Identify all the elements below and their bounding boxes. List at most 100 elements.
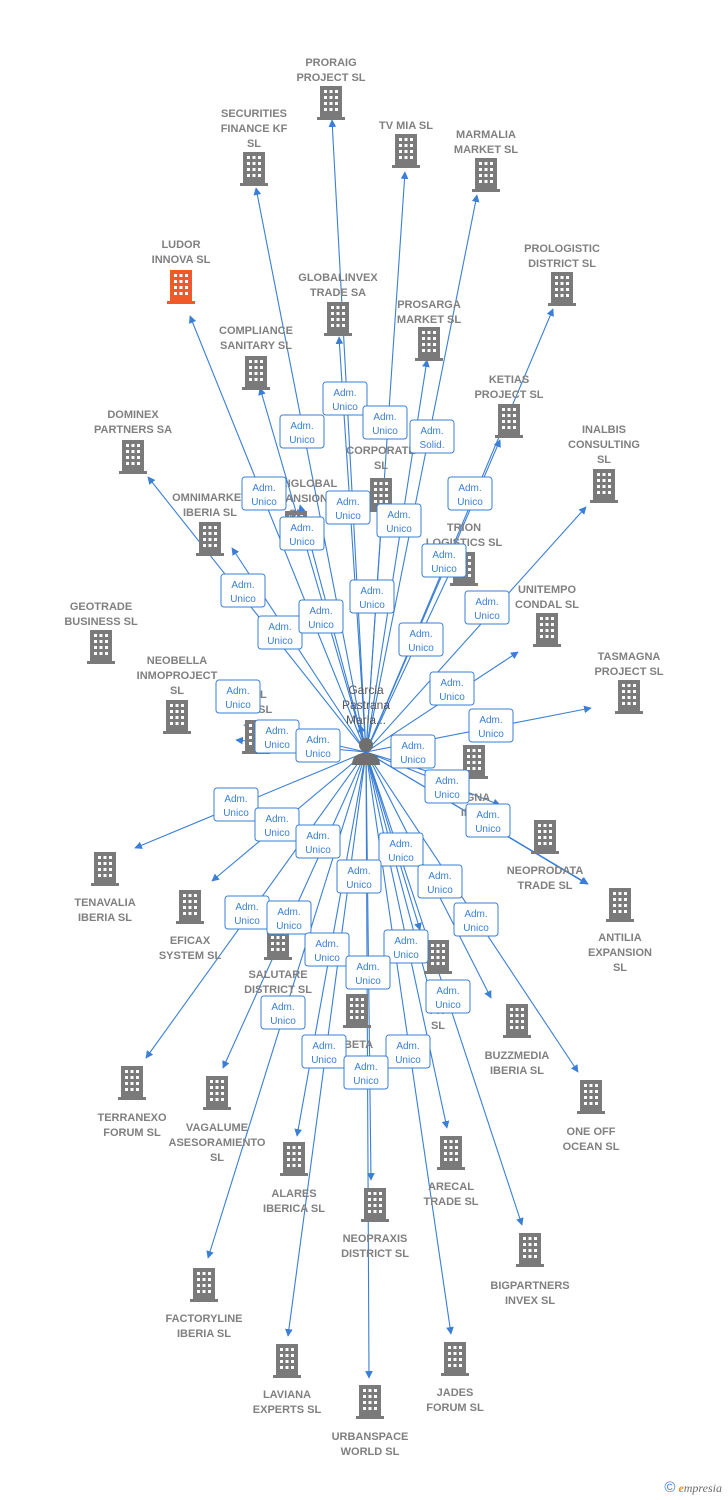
- role-badge[interactable]: Adm.Unico: [468, 708, 514, 743]
- role-badge[interactable]: Adm.Unico: [220, 573, 266, 608]
- role-badge[interactable]: Adm.Unico: [279, 414, 325, 449]
- role-label: Adm.Unico: [372, 412, 398, 437]
- role-badge[interactable]: Adm.Unico: [322, 381, 368, 416]
- role-badge[interactable]: Adm.Unico: [390, 734, 436, 769]
- role-badge[interactable]: Adm.Unico: [301, 1034, 347, 1069]
- role-badge[interactable]: Adm.Unico: [424, 769, 470, 804]
- company-node-tvmia[interactable]: TV MIA SL: [379, 120, 433, 168]
- edge-bocorporate: [365, 511, 386, 753]
- role-badge[interactable]: Adm.Unico: [213, 787, 259, 822]
- role-label: Adm.Unico: [359, 586, 385, 611]
- role-badge[interactable]: Adm.Unico: [453, 902, 499, 937]
- role-badge[interactable]: Adm.Unico: [429, 671, 475, 706]
- role-badge[interactable]: Adm.Unico: [215, 679, 261, 714]
- role-badge[interactable]: Adm.Unico: [345, 955, 391, 990]
- role-badge[interactable]: Adm.Unico: [279, 516, 325, 551]
- role-badge[interactable]: Adm.Unico: [295, 728, 341, 763]
- role-badge[interactable]: Adm.Unico: [376, 503, 422, 538]
- building-icon: [324, 302, 352, 336]
- role-badge[interactable]: Adm.Solid.: [409, 419, 455, 454]
- role-badge[interactable]: Adm.Unico: [224, 895, 270, 930]
- role-badge[interactable]: Adm.Unico: [254, 807, 300, 842]
- role-label: Adm.Unico: [230, 580, 256, 605]
- role-badge[interactable]: Adm.Unico: [343, 1055, 389, 1090]
- role-badge[interactable]: Adm.Unico: [447, 476, 493, 511]
- role-badge[interactable]: Adm.Unico: [398, 622, 444, 657]
- role-badge[interactable]: Adm.Unico: [295, 824, 341, 859]
- role-badge[interactable]: Adm.Unico: [254, 719, 300, 754]
- building-icon: [343, 994, 371, 1028]
- role-badge[interactable]: Adm.Unico: [241, 476, 287, 511]
- role-label: Adm.Unico: [289, 523, 315, 548]
- role-badge[interactable]: Adm.Unico: [362, 405, 408, 440]
- role-label: Adm.Unico: [388, 839, 414, 864]
- role-badge[interactable]: Adm.Unico: [266, 900, 312, 935]
- role-badge[interactable]: Adm.Unico: [257, 615, 303, 650]
- role-badge[interactable]: Adm.Unico: [304, 932, 350, 967]
- building-icon: [240, 152, 268, 186]
- role-badge[interactable]: Adm.Unico: [417, 864, 463, 899]
- role-badge[interactable]: Adm.Unico: [464, 590, 510, 625]
- role-badge[interactable]: Adm.Unico: [260, 995, 306, 1030]
- building-icon: [533, 613, 561, 647]
- role-badge[interactable]: Adm.Unico: [378, 832, 424, 867]
- role-badge[interactable]: Adm.Unico: [336, 859, 382, 894]
- role-badge[interactable]: Adm.Unico: [325, 490, 371, 525]
- building-icon: [196, 522, 224, 556]
- role-label: Adm.Unico: [251, 483, 277, 508]
- building-icon: [91, 852, 119, 886]
- footer-credit[interactable]: ©empresia: [664, 1479, 722, 1496]
- role-badge[interactable]: Adm.Unico: [349, 579, 395, 614]
- role-badge[interactable]: Adm.Unico: [421, 543, 467, 578]
- role-badge[interactable]: Adm.Unico: [465, 803, 511, 838]
- building-icon: [163, 700, 191, 734]
- role-badge[interactable]: Adm.Unico: [385, 1034, 431, 1069]
- role-label: Adm.Unico: [332, 388, 358, 413]
- role-badge[interactable]: Adm.Unico: [298, 599, 344, 634]
- building-icon: [356, 1385, 384, 1419]
- role-badge[interactable]: Adm.Unico: [383, 929, 429, 964]
- role-label: Adm.Unico: [355, 962, 381, 987]
- role-badge[interactable]: Adm.Unico: [425, 979, 471, 1014]
